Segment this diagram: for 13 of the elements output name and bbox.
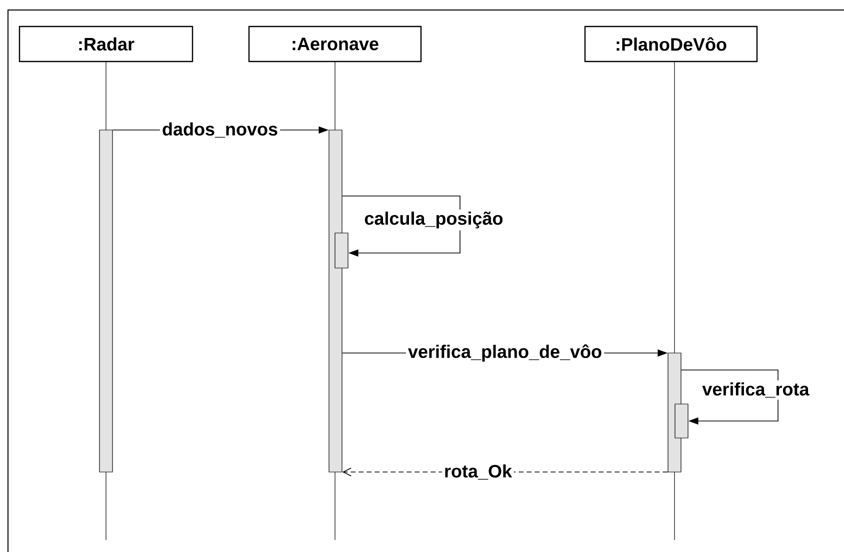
activation-bar	[674, 404, 688, 438]
message-label: calcula_posição	[362, 210, 506, 230]
message-label: verifica_rota	[700, 380, 812, 400]
self-message-arrow	[342, 196, 460, 257]
self-message-arrow	[680, 370, 778, 425]
activation-bar	[99, 130, 113, 472]
message-label: verifica_plano_de_vôo	[406, 342, 604, 364]
object-box: :Radar	[18, 26, 194, 62]
object-box: :PlanoDeVôo	[584, 26, 758, 62]
activation-bar	[334, 232, 348, 268]
message-label: dados_novos	[160, 120, 280, 140]
object-box: :Aeronave	[248, 26, 422, 62]
message-label: rota_Ok	[442, 462, 514, 482]
